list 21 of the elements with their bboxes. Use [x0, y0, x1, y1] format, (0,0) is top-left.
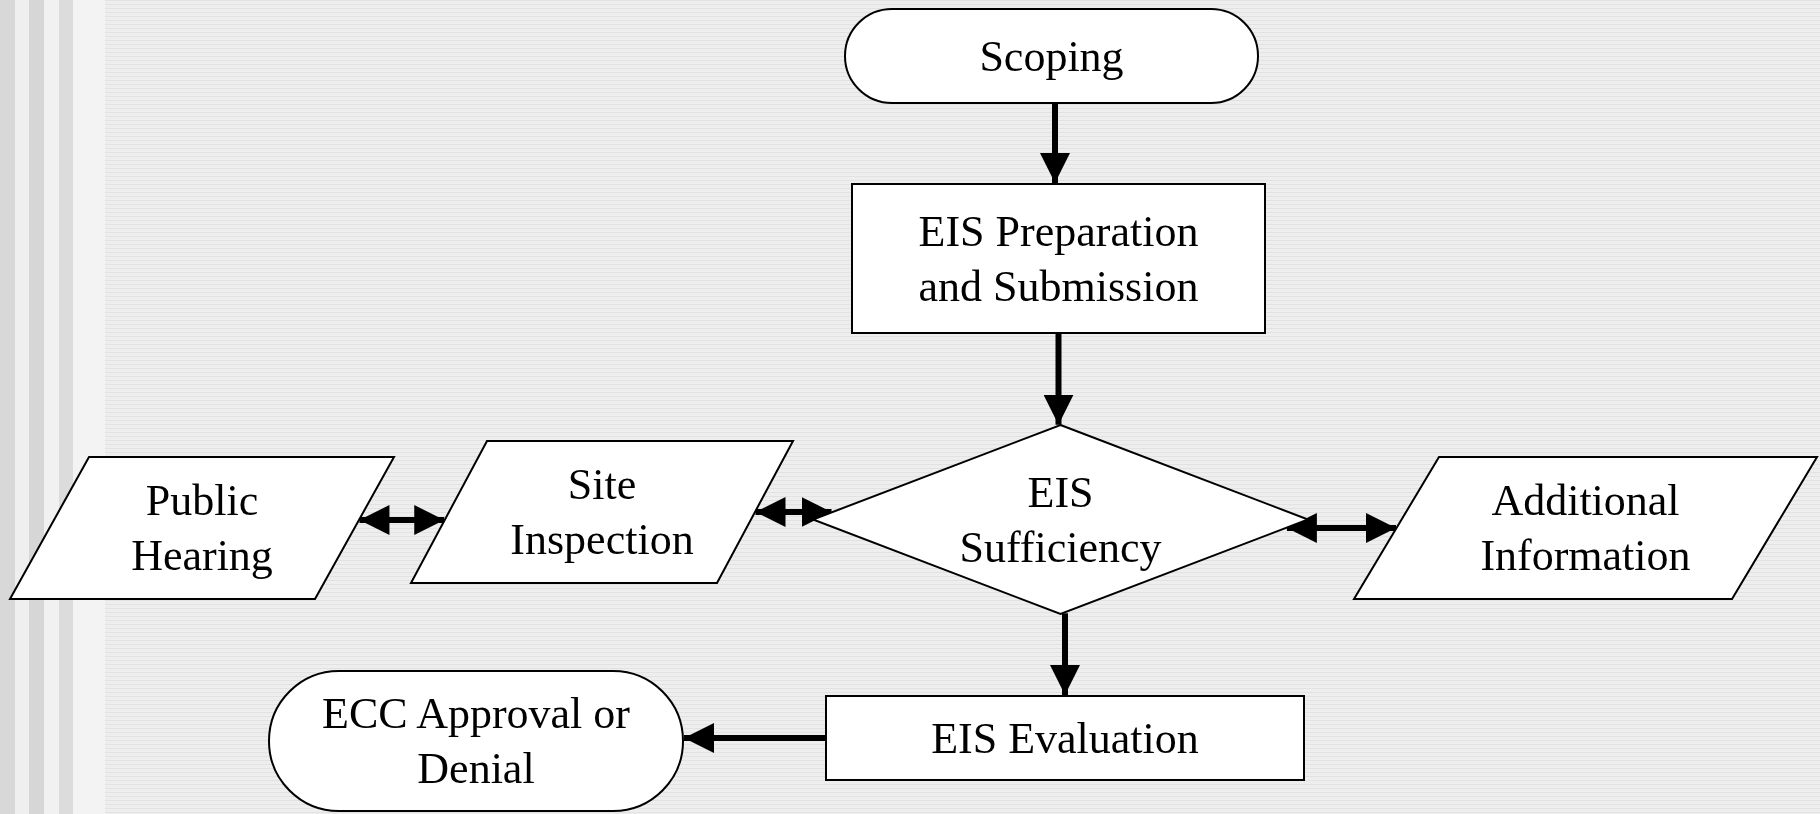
arrow — [1043, 334, 1074, 425]
node-label: Site Inspection — [509, 459, 695, 566]
node-label: EIS Evaluation — [931, 712, 1199, 765]
data-parallelogram — [410, 440, 794, 584]
node-label: EIS Preparation and Submission — [917, 205, 1200, 313]
node-label: EIS Sufficiency — [958, 466, 1163, 574]
arrow — [684, 723, 825, 753]
data-parallelogram — [1353, 456, 1818, 600]
arrow — [1050, 613, 1080, 695]
arrow — [1286, 513, 1396, 543]
decision-diamond — [812, 424, 1309, 615]
node-label: ECC Approval or Denial — [321, 688, 631, 795]
arrow — [1040, 104, 1070, 183]
node-label: Scoping — [979, 30, 1124, 83]
process-box — [851, 183, 1266, 334]
node-label: Public Hearing — [130, 475, 274, 582]
process-box — [825, 695, 1305, 781]
node-label: Additional Information — [1479, 475, 1692, 582]
data-parallelogram — [9, 456, 395, 600]
arrow — [359, 505, 445, 535]
arrow — [755, 497, 832, 527]
